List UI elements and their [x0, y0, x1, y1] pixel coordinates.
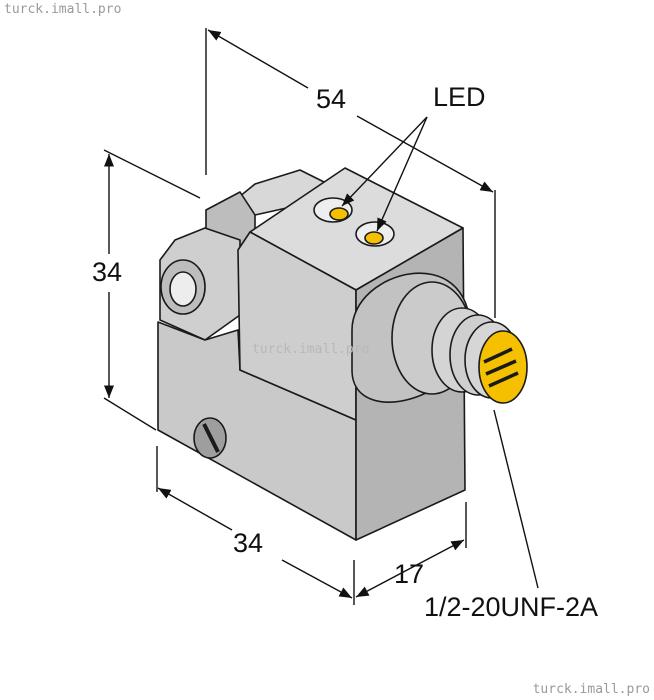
dimension-width-label: 34	[233, 528, 264, 558]
connector-pin-1	[483, 347, 513, 364]
screw-slot	[202, 423, 220, 453]
thread-spec-label: 1/2-20UNF-2A	[424, 592, 599, 622]
led-leader-2	[376, 116, 428, 232]
dimension-54-a	[207, 29, 309, 89]
extension-34h-bottom	[103, 397, 157, 431]
dimension-17	[355, 539, 465, 598]
watermark-top: turck.imall.pro	[4, 2, 122, 17]
dimension-34w-a	[157, 487, 233, 531]
watermark-middle: turck.imall.pro	[252, 342, 370, 357]
m12-connector	[351, 272, 528, 404]
led-2	[364, 231, 384, 245]
dimension-depth-label: 17	[394, 559, 425, 589]
clamp-hole-inner	[169, 271, 197, 307]
dimension-34w-b	[281, 559, 353, 599]
dimension-height-label: 34	[92, 257, 123, 287]
led-label: LED	[433, 82, 486, 112]
dimension-lines	[103, 28, 539, 605]
watermark-bottom: turck.imall.pro	[532, 682, 650, 697]
thread-leader	[493, 409, 539, 589]
dimension-54-b	[356, 115, 494, 193]
led-leader-1	[341, 116, 428, 207]
led-1	[329, 207, 349, 221]
extension-34h-top	[103, 149, 201, 199]
connector-pin-2	[485, 359, 517, 376]
dimension-length-label: 54	[316, 84, 347, 114]
connector-pin-3	[488, 371, 519, 388]
